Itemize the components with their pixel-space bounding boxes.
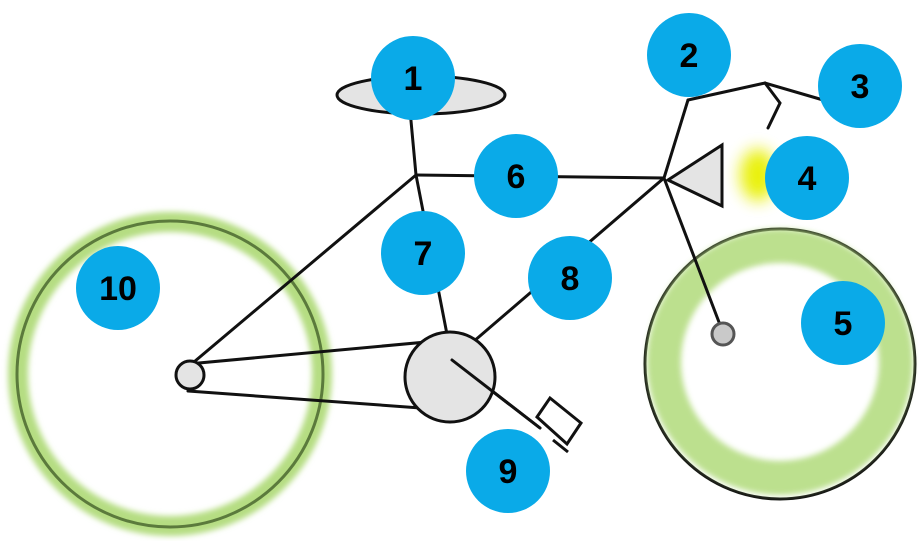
badge-7: 7: [381, 211, 465, 295]
badge-8: 8: [528, 236, 612, 320]
bicycle-frame: [186, 81, 832, 430]
badge-9: 9: [466, 429, 550, 513]
badge-10: 10: [76, 246, 160, 330]
seat-post: [408, 108, 418, 177]
headlight: [664, 142, 724, 209]
rear-hub: [174, 359, 206, 391]
badge-circle: [381, 211, 465, 295]
badge-label: 9: [499, 453, 518, 491]
badge-label: 5: [834, 305, 853, 343]
seat-stay: [186, 173, 418, 369]
rear-wheel: [8, 212, 332, 536]
crank-arm-front: [450, 358, 542, 430]
front-hub: [710, 321, 736, 347]
badge-label: 8: [561, 260, 580, 298]
badge-circle: [528, 236, 612, 320]
front-wheel-glow: [647, 229, 913, 495]
badge-5: 5: [801, 281, 885, 365]
badge-label: 3: [851, 68, 870, 106]
badge-6: 6: [474, 134, 558, 218]
badge-circle: [76, 246, 160, 330]
badge-1: 1: [371, 36, 455, 120]
badge-label: 6: [507, 158, 526, 196]
brake-lever: [763, 81, 782, 130]
badge-label: 1: [404, 60, 423, 98]
badge-label: 7: [414, 235, 433, 273]
badge-4: 4: [765, 136, 849, 220]
handlebar-stem: [662, 98, 690, 180]
badge-2: 2: [647, 13, 731, 97]
front-wheel: [643, 227, 917, 501]
badge-label: 4: [798, 160, 817, 198]
pedal-spindle: [552, 438, 569, 454]
chainring: [403, 330, 497, 424]
badge-circle: [647, 13, 731, 97]
badge-circle: [466, 429, 550, 513]
badge-circle: [801, 281, 885, 365]
badge-circle: [371, 36, 455, 120]
badge-label: 10: [99, 270, 137, 308]
fork: [662, 176, 724, 332]
badge-circle: [474, 134, 558, 218]
badge-3: 3: [818, 44, 902, 128]
pedal: [535, 395, 584, 447]
badge-label: 2: [680, 37, 699, 75]
rear-wheel-tire: [15, 219, 325, 529]
badge-circle: [765, 136, 849, 220]
rear-wheel-glow: [8, 212, 332, 536]
chain-top: [186, 338, 450, 366]
chain-bottom: [186, 389, 450, 412]
badge-circle: [818, 44, 902, 128]
